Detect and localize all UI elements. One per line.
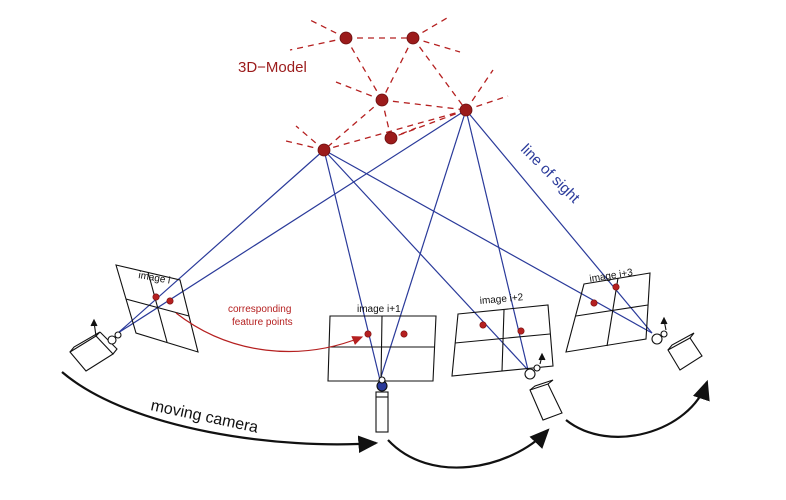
image-i3-label: image i+3: [589, 267, 634, 285]
corresponding-label-line2: feature points: [232, 317, 293, 328]
line-of-sight-label: line of sight: [517, 141, 583, 207]
model-edges: [281, 17, 509, 151]
image-plane-i: [115, 264, 199, 353]
image-plane-i2: [451, 304, 554, 377]
image-plane-i1: [327, 315, 437, 382]
image-plane-i3: [565, 272, 651, 353]
camera-i: [69, 318, 122, 372]
image-i1-label: image i+1: [357, 304, 401, 315]
motion-arrow-1: [61, 371, 379, 454]
motion-arrow-2: [387, 428, 550, 469]
sight-lines: [117, 109, 653, 381]
feature-points: [152, 283, 620, 338]
corresponding-label-line1: corresponding: [228, 304, 291, 315]
image-i2-label: image i+2: [479, 292, 524, 307]
motion-arrow-3: [565, 379, 710, 438]
model-points: [317, 31, 473, 157]
camera-i3: [651, 316, 703, 371]
correspondence-arrow: [175, 312, 364, 353]
model-label: 3D−Model: [238, 59, 307, 76]
image-i-label: image i: [137, 270, 171, 286]
camera-i2: [524, 352, 563, 421]
camera-i1: [375, 376, 389, 433]
